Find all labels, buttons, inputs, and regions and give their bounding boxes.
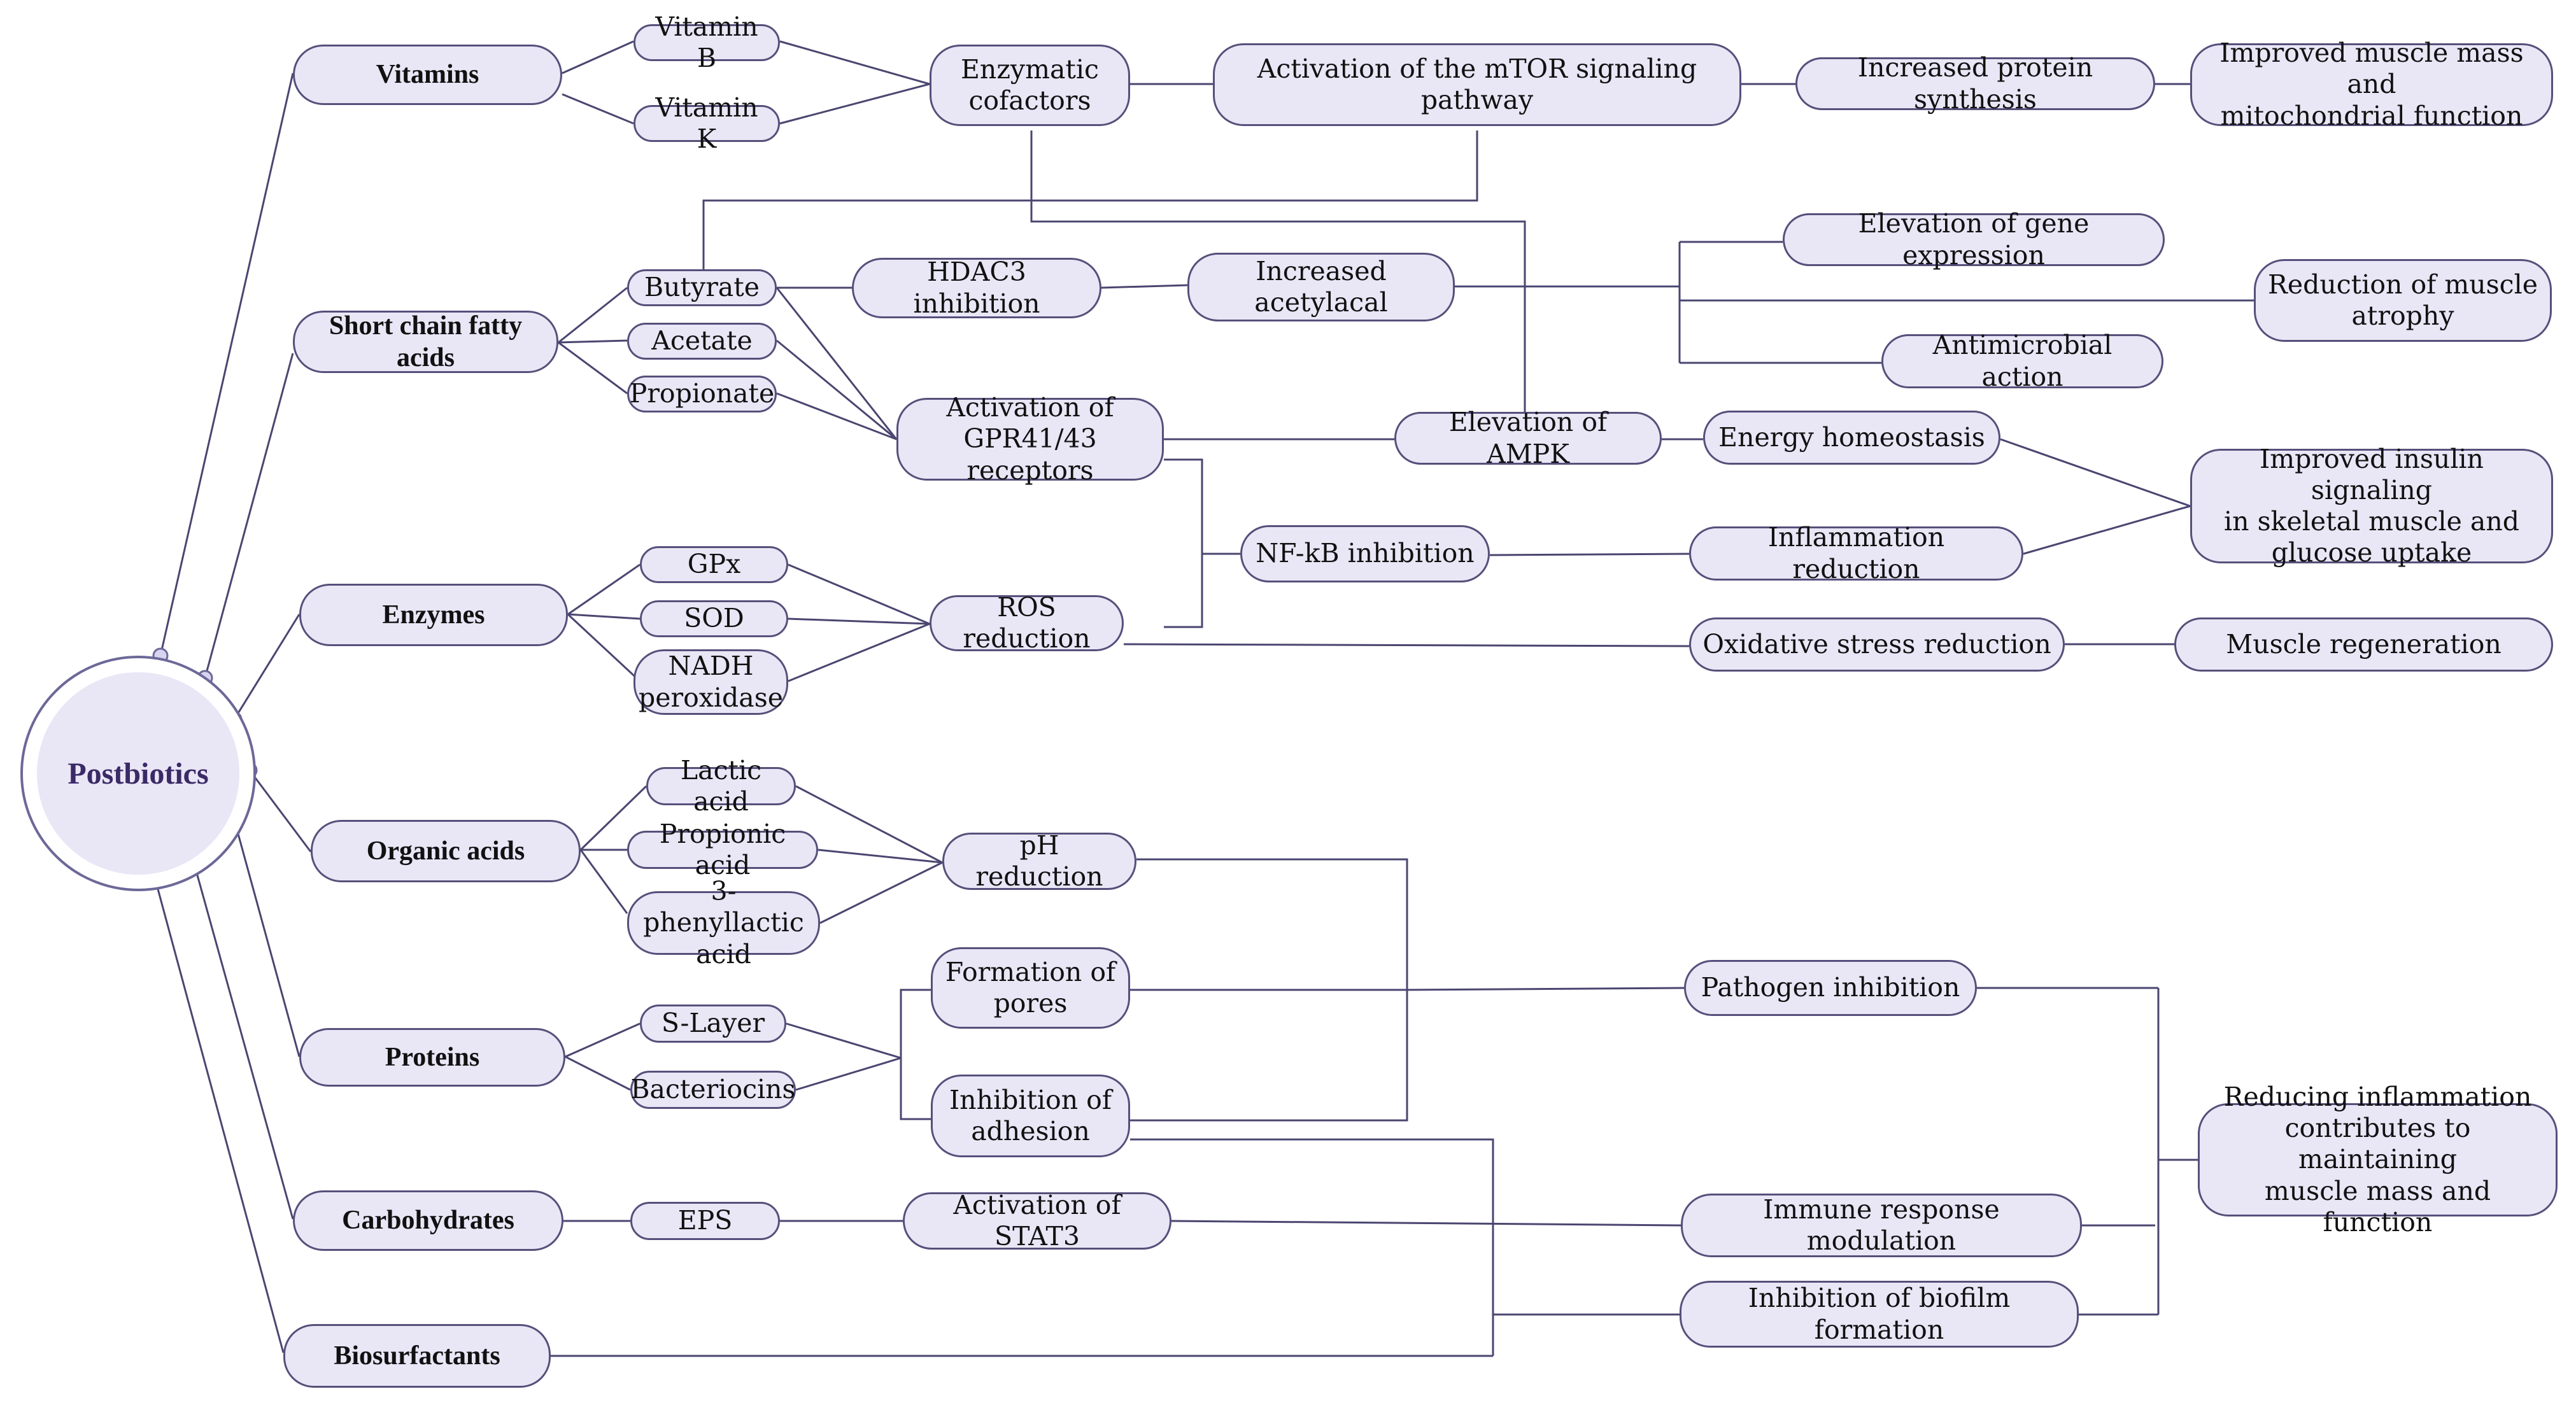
node-pathogen-inhibition[interactable]: Pathogen inhibition	[1684, 960, 1977, 1016]
compound-eps[interactable]: EPS	[630, 1202, 780, 1240]
node-reducing-inflammation-muscle[interactable]: Reducing inflammation contributes to mai…	[2198, 1082, 2558, 1237]
node-hdac3-inhibition[interactable]: HDAC3 inhibition	[852, 257, 1101, 319]
compound-3-phenyllactic-acid[interactable]: 3-phenyllactic acid	[627, 876, 820, 969]
node-gpr41-43-activation[interactable]: Activation of GPR41/43 receptors	[896, 392, 1164, 486]
node-mtor-activation[interactable]: Activation of the mTOR signaling pathway	[1213, 43, 1741, 126]
compound-nadh-peroxidase[interactable]: NADH peroxidase	[633, 649, 788, 715]
node-immune-response-modulation[interactable]: Immune response modulation	[1681, 1194, 2082, 1257]
node-enzymatic-cofactors[interactable]: Enzymatic cofactors	[930, 45, 1130, 126]
node-formation-of-pores[interactable]: Formation of pores	[931, 947, 1130, 1029]
node-ros-reduction[interactable]: ROS reduction	[930, 592, 1124, 654]
node-increased-acetylacal[interactable]: Increased acetylacal	[1187, 253, 1455, 321]
category-short-chain-fatty-acids[interactable]: Short chain fatty acids	[293, 311, 558, 373]
node-stat3-activation[interactable]: Activation of STAT3	[903, 1190, 1171, 1251]
node-muscle-regeneration[interactable]: Muscle regeneration	[2174, 617, 2553, 672]
compound-s-layer[interactable]: S-Layer	[640, 1005, 786, 1043]
node-protein-synthesis[interactable]: Increased protein synthesis	[1795, 52, 2155, 115]
node-nfkb-inhibition[interactable]: NF-kB inhibition	[1240, 525, 1490, 582]
node-ph-reduction[interactable]: pH reduction	[942, 830, 1136, 892]
compound-vitamin-k[interactable]: Vitamin K	[633, 92, 780, 154]
category-vitamins[interactable]: Vitamins	[293, 45, 562, 105]
category-proteins[interactable]: Proteins	[299, 1028, 565, 1087]
compound-propionate[interactable]: Propionate	[627, 376, 777, 412]
category-organic-acids[interactable]: Organic acids	[311, 820, 581, 882]
compound-gpx[interactable]: GPx	[640, 546, 788, 583]
node-muscle-atrophy-reduction[interactable]: Reduction of muscle atrophy	[2254, 259, 2552, 342]
node-biofilm-inhibition[interactable]: Inhibition of biofilm formation	[1680, 1281, 2079, 1348]
node-ampk-elevation[interactable]: Elevation of AMPK	[1394, 407, 1662, 469]
compound-bacteriocins[interactable]: Bacteriocins	[630, 1071, 796, 1109]
compound-acetate[interactable]: Acetate	[627, 323, 777, 360]
node-inhibition-of-adhesion[interactable]: Inhibition of adhesion	[931, 1075, 1130, 1157]
node-antimicrobial-action[interactable]: Antimicrobial action	[1881, 330, 2163, 392]
category-carbohydrates[interactable]: Carbohydrates	[293, 1190, 563, 1251]
node-oxidative-stress-reduction[interactable]: Oxidative stress reduction	[1689, 617, 2065, 672]
node-energy-homeostasis[interactable]: Energy homeostasis	[1703, 411, 2000, 465]
category-biosurfactants[interactable]: Biosurfactants	[283, 1324, 551, 1388]
compound-sod[interactable]: SOD	[640, 600, 788, 637]
compound-propionic-acid[interactable]: Propionic acid	[627, 819, 818, 880]
node-insulin-signaling[interactable]: Improved insulin signaling in skeletal m…	[2190, 444, 2553, 568]
node-muscle-mass-mitochondrial[interactable]: Improved muscle mass and mitochondrial f…	[2190, 38, 2553, 131]
hub-label: Postbiotics	[37, 672, 239, 875]
node-inflammation-reduction[interactable]: Inflammation reduction	[1689, 522, 2023, 584]
compound-butyrate[interactable]: Butyrate	[627, 269, 777, 306]
category-enzymes[interactable]: Enzymes	[299, 584, 568, 646]
node-gene-expression[interactable]: Elevation of gene expression	[1783, 208, 2165, 271]
compound-lactic-acid[interactable]: Lactic acid	[646, 755, 796, 817]
compound-vitamin-b[interactable]: Vitamin B	[633, 11, 780, 73]
postbiotics-hub: Postbiotics	[20, 656, 256, 891]
